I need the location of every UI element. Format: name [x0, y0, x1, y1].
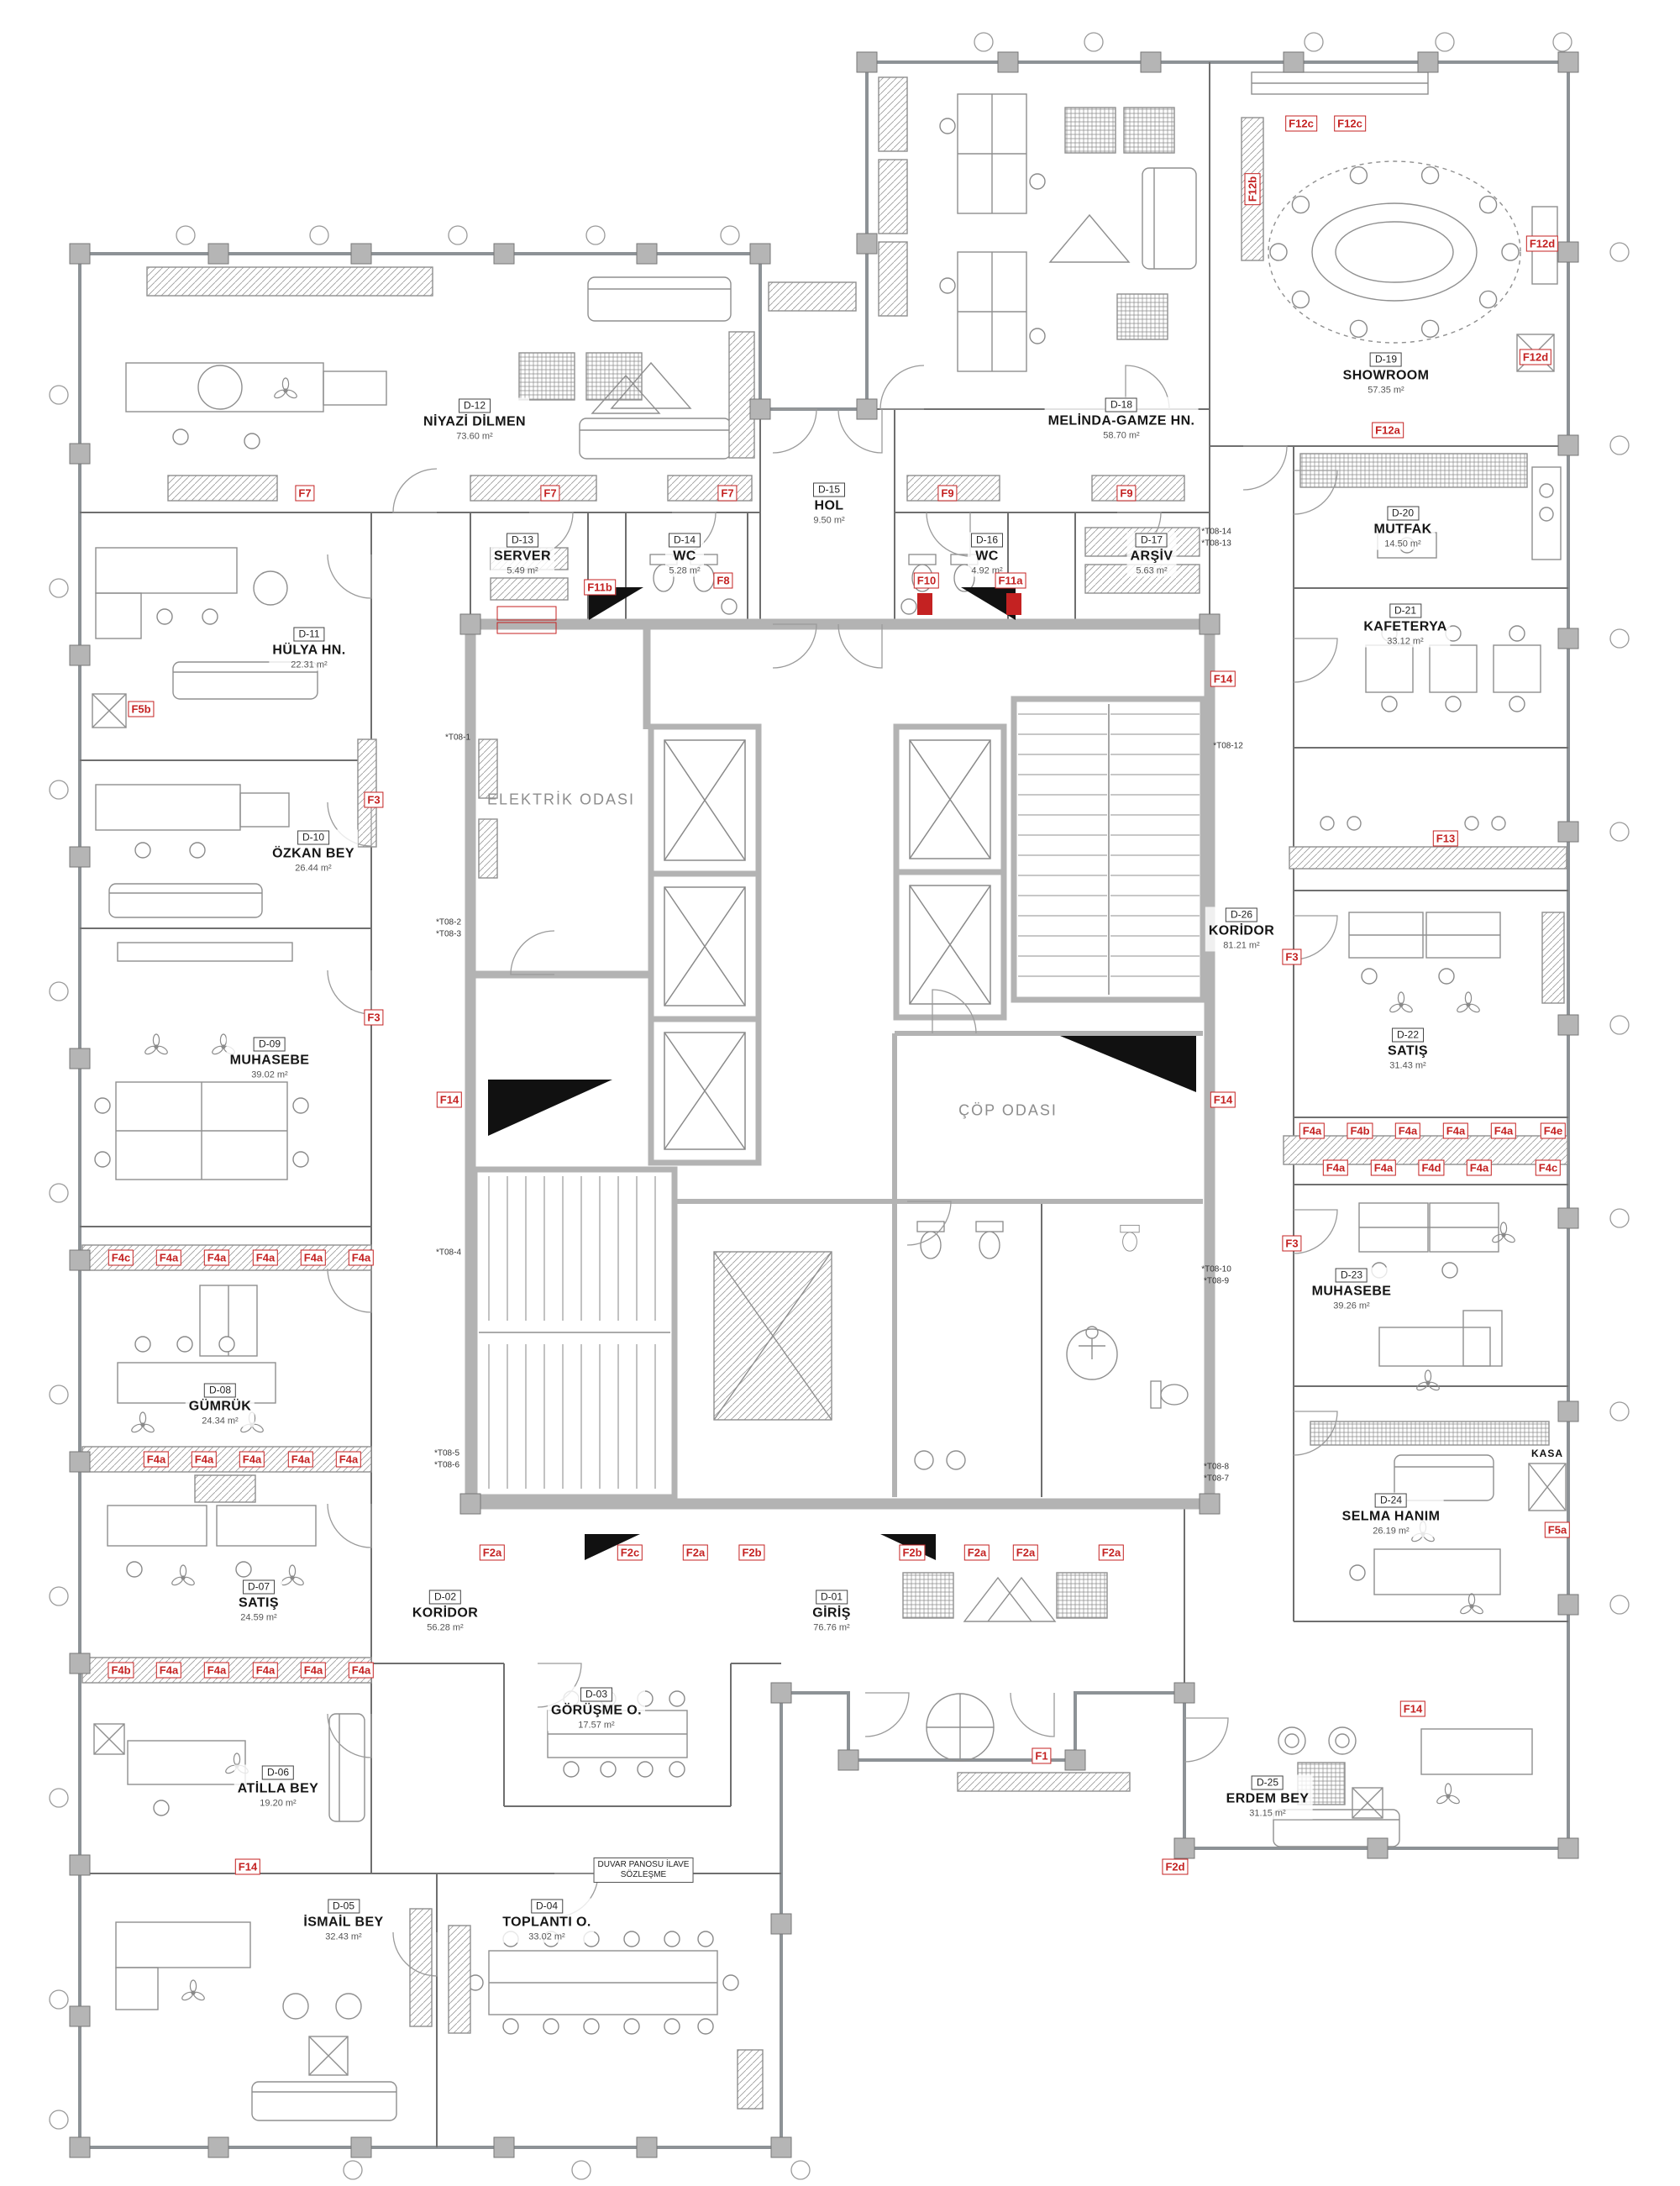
section-wedges: [488, 587, 1196, 1560]
stair-treads: [479, 704, 1200, 1489]
furniture: [81, 71, 1568, 2121]
contract-note-line1: DUVAR PANOSU İLAVE: [597, 1860, 690, 1869]
red-accents: [917, 593, 1021, 615]
core-walls: [465, 618, 1215, 1510]
grid-bubbles: [49, 32, 1630, 2180]
structural-columns: [69, 51, 1579, 2158]
contract-note: DUVAR PANOSU İLAVE SÖZLEŞME: [593, 1858, 694, 1883]
contract-note-line2: SÖZLEŞME: [620, 1870, 667, 1879]
elevator-cars: [664, 739, 991, 1150]
showroom-chairs: [1269, 166, 1520, 338]
